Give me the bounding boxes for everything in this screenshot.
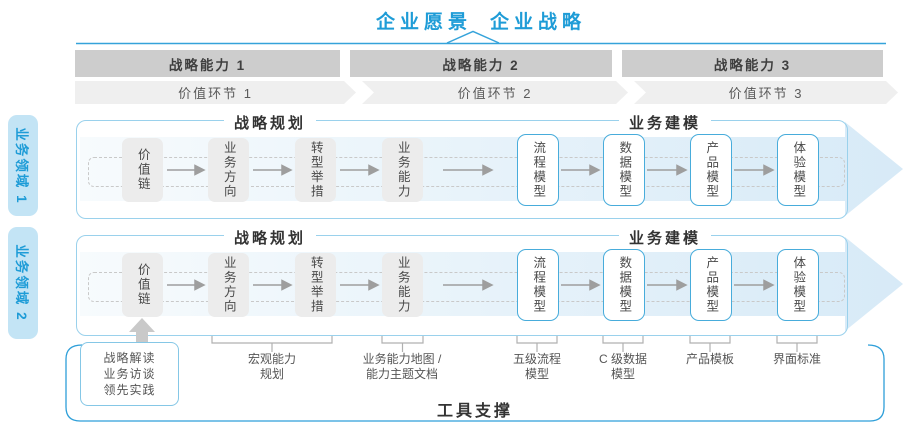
node-data-model: 数据模型 xyxy=(603,134,645,206)
node-product-model: 产品模型 xyxy=(690,249,732,321)
node-business-direction: 业务方向 xyxy=(208,253,249,317)
capability-bar-1: 战略能力 1 xyxy=(75,50,340,77)
domain1-step-arrows xyxy=(167,164,775,176)
node-transformation-measures: 转型举措 xyxy=(295,253,336,317)
node-experience-model: 体验模型 xyxy=(777,249,819,321)
domain1-tab: 业务领域 1 xyxy=(8,115,38,216)
capability-bar-2: 战略能力 2 xyxy=(350,50,612,77)
note-capability-map: 业务能力地图 / 能力主题文档 xyxy=(362,352,442,381)
value-chain-3: 价值环节 3 xyxy=(634,81,898,104)
practice-input-text: 战略解读 业务访谈 领先实践 xyxy=(103,351,156,397)
domain2-tab: 业务领域 2 xyxy=(8,227,38,339)
domain2-planning-title: 战略规划 xyxy=(210,227,330,248)
node-data-model: 数据模型 xyxy=(603,249,645,321)
value-chain-1: 价值环节 1 xyxy=(75,81,356,104)
node-process-model: 流程模型 xyxy=(517,134,559,206)
tool-support-label: 工具支撑 xyxy=(436,403,513,420)
domain1-modeling-title: 业务建模 xyxy=(605,112,725,133)
note-macro-capability: 宏观能力 规划 xyxy=(247,352,296,381)
node-business-capability: 业务能力 xyxy=(382,253,423,317)
domain2-dashed-band xyxy=(88,272,845,302)
domain2-panel xyxy=(76,235,848,336)
domain1-planning-title: 战略规划 xyxy=(210,112,330,133)
note-data-model: C 级数据 模型 xyxy=(598,352,647,381)
node-transformation-measures: 转型举措 xyxy=(295,138,336,202)
tool-support-frame xyxy=(65,344,885,422)
note-process-model: 五级流程 模型 xyxy=(512,352,561,381)
node-value-chain: 价值链 xyxy=(122,138,163,202)
domain2-step-arrows xyxy=(167,279,775,291)
value-chain-2: 价值环节 2 xyxy=(362,81,628,104)
node-business-direction: 业务方向 xyxy=(208,138,249,202)
vision-title: 企业愿景 xyxy=(375,12,472,33)
domain1-panel xyxy=(76,120,848,219)
node-experience-model: 体验模型 xyxy=(777,134,819,206)
note-ui-standard: 界面标准 xyxy=(772,352,821,366)
annotation-brackets xyxy=(211,336,818,352)
domain2-modeling-title: 业务建模 xyxy=(605,227,725,248)
practice-input-box: 战略解读 业务访谈 领先实践 xyxy=(80,342,179,406)
node-value-chain: 价值链 xyxy=(122,253,163,317)
strategy-title: 企业战略 xyxy=(490,12,587,33)
node-business-capability: 业务能力 xyxy=(382,138,423,202)
header-caret-icon xyxy=(446,30,500,44)
domain1-dashed-band xyxy=(88,157,845,187)
node-product-model: 产品模型 xyxy=(690,134,732,206)
capability-bar-3: 战略能力 3 xyxy=(622,50,883,77)
note-product-template: 产品模板 xyxy=(685,352,734,366)
diagram-header: 企业愿景 企业战略 xyxy=(76,7,886,34)
node-process-model: 流程模型 xyxy=(517,249,559,321)
up-arrow-icon xyxy=(129,318,155,343)
